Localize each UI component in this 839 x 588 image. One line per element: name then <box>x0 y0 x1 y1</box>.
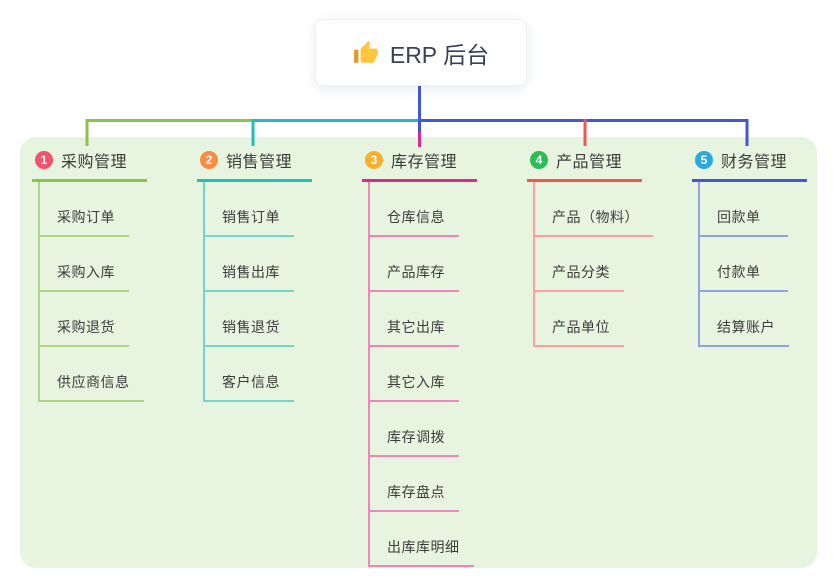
child-node[interactable]: 产品单位 <box>535 292 624 347</box>
child-node-label: 采购入库 <box>57 264 115 280</box>
branch-topic-node[interactable]: 4 产品管理 <box>527 148 642 182</box>
child-node-label: 供应商信息 <box>57 374 130 390</box>
child-node[interactable]: 销售出库 <box>205 237 294 292</box>
child-node[interactable]: 供应商信息 <box>40 347 144 402</box>
child-node[interactable]: 回款单 <box>700 182 788 237</box>
branch-5: 5 财务管理回款单付款单结算账户 <box>692 148 807 347</box>
branch-number-badge: 1 <box>35 151 53 169</box>
child-node-label: 产品单位 <box>552 319 610 335</box>
branch-number-badge: 5 <box>695 151 713 169</box>
branch-1: 1 采购管理采购订单采购入库采购退货供应商信息 <box>32 148 147 402</box>
child-node-label: 库存盘点 <box>387 484 445 500</box>
child-node[interactable]: 采购退货 <box>40 292 129 347</box>
child-node[interactable]: 采购订单 <box>40 182 129 237</box>
child-node-label: 付款单 <box>717 264 761 280</box>
child-node[interactable]: 客户信息 <box>205 347 294 402</box>
branch-4: 4 产品管理产品（物料） 产品分类产品单位 <box>527 148 653 347</box>
child-node-label: 其它出库 <box>387 319 445 335</box>
child-node[interactable]: 产品分类 <box>535 237 624 292</box>
child-node[interactable]: 产品（物料） <box>535 182 653 237</box>
child-node[interactable]: 库存盘点 <box>370 457 459 512</box>
branch-number-badge: 2 <box>200 151 218 169</box>
child-node[interactable]: 其它入库 <box>370 347 459 402</box>
mindmap-background-panel <box>20 137 817 568</box>
child-node[interactable]: 其它出库 <box>370 292 459 347</box>
child-node-label: 产品（物料） <box>552 209 639 225</box>
branch-topic-node[interactable]: 2 销售管理 <box>197 148 312 182</box>
root-node-erp[interactable]: ERP 后台 <box>315 19 527 86</box>
child-node-label: 其它入库 <box>387 374 445 390</box>
child-node-label: 库存调拨 <box>387 429 445 445</box>
branch-children: 产品（物料） 产品分类产品单位 <box>533 182 653 347</box>
child-node-label: 仓库信息 <box>387 209 445 225</box>
child-node-label: 结算账户 <box>717 319 775 335</box>
child-node-label: 采购订单 <box>57 209 115 225</box>
child-node-label: 采购退货 <box>57 319 115 335</box>
child-node[interactable]: 销售订单 <box>205 182 294 237</box>
child-node[interactable]: 付款单 <box>700 237 788 292</box>
child-node-label: 回款单 <box>717 209 761 225</box>
branch-topic-label: 采购管理 <box>61 154 128 171</box>
child-node-label: 销售订单 <box>222 209 280 225</box>
branch-children: 采购订单采购入库采购退货供应商信息 <box>38 182 147 402</box>
branch-topic-label: 库存管理 <box>391 154 458 171</box>
child-node[interactable]: 产品库存 <box>370 237 459 292</box>
branch-2: 2 销售管理销售订单销售出库销售退货客户信息 <box>197 148 312 402</box>
child-node[interactable]: 采购入库 <box>40 237 129 292</box>
branch-topic-label: 销售管理 <box>226 154 293 171</box>
child-node[interactable]: 出库库明细 <box>370 512 474 567</box>
child-node-label: 产品分类 <box>552 264 610 280</box>
branch-children: 回款单付款单结算账户 <box>698 182 807 347</box>
branch-topic-label: 产品管理 <box>556 154 623 171</box>
branch-topic-node[interactable]: 3 库存管理 <box>362 148 477 182</box>
child-node-label: 销售出库 <box>222 264 280 280</box>
child-node-label: 客户信息 <box>222 374 280 390</box>
branch-topic-node[interactable]: 1 采购管理 <box>32 148 147 182</box>
child-node[interactable]: 库存调拨 <box>370 402 459 457</box>
branch-children: 仓库信息产品库存其它出库其它入库库存调拨库存盘点出库库明细 <box>368 182 477 567</box>
child-node-label: 出库库明细 <box>387 539 460 555</box>
branch-number-badge: 3 <box>365 151 383 169</box>
child-node-label: 销售退货 <box>222 319 280 335</box>
branch-children: 销售订单销售出库销售退货客户信息 <box>203 182 312 402</box>
root-node-label: ERP 后台 <box>389 41 490 68</box>
branch-topic-node[interactable]: 5 财务管理 <box>692 148 807 182</box>
child-node[interactable]: 销售退货 <box>205 292 294 347</box>
branch-number-badge: 4 <box>530 151 548 169</box>
branch-topic-label: 财务管理 <box>721 154 788 171</box>
thumbs-up-icon <box>353 40 379 66</box>
child-node[interactable]: 结算账户 <box>700 292 789 347</box>
child-node[interactable]: 仓库信息 <box>370 182 459 237</box>
branch-3: 3 库存管理仓库信息产品库存其它出库其它入库库存调拨库存盘点出库库明细 <box>362 148 477 567</box>
child-node-label: 产品库存 <box>387 264 445 280</box>
